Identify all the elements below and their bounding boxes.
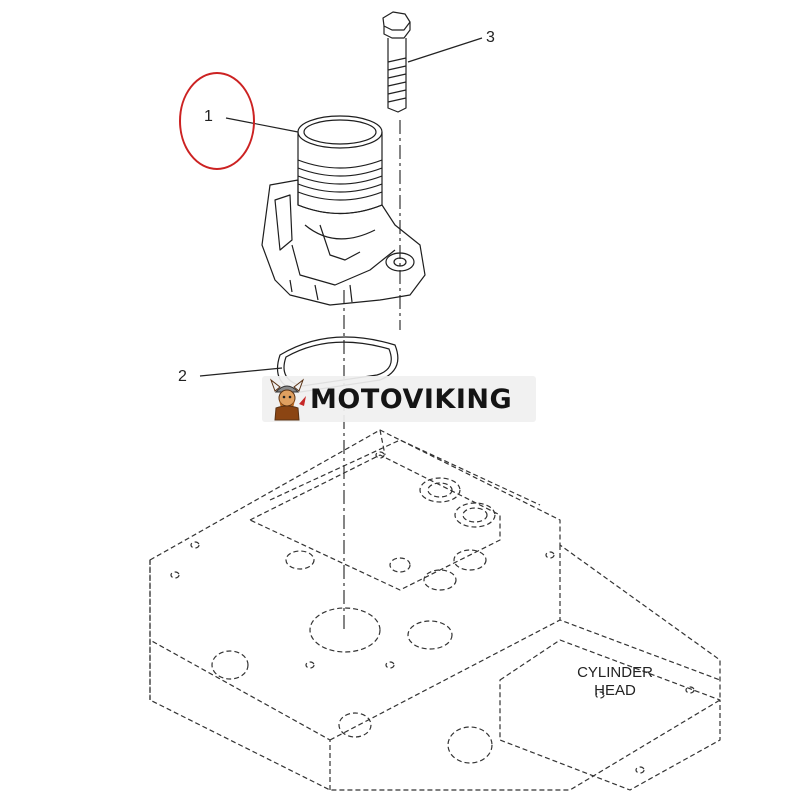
viking-mascot-icon [269,378,306,421]
brand-name: MOTOVIKING [310,383,513,415]
cylinder-head-label-line2: HEAD [594,682,636,699]
cylinder-head [149,429,721,791]
cylinder-head-label: CYLINDER HEAD [540,664,690,700]
thermostat-housing-part-1 [261,115,426,306]
highlight-circle [179,72,255,170]
brand-watermark: MOTOVIKING [262,376,536,422]
callout-number-1: 1 [204,108,213,125]
leader-line-3 [407,37,483,63]
cylinder-head-label-line1: CYLINDER [577,664,653,681]
callout-number-3: 3 [486,29,495,46]
leader-line-2 [199,367,283,377]
callout-number-2: 2 [178,368,187,385]
bolt-part-3 [382,11,411,113]
leader-line-1 [225,117,299,133]
